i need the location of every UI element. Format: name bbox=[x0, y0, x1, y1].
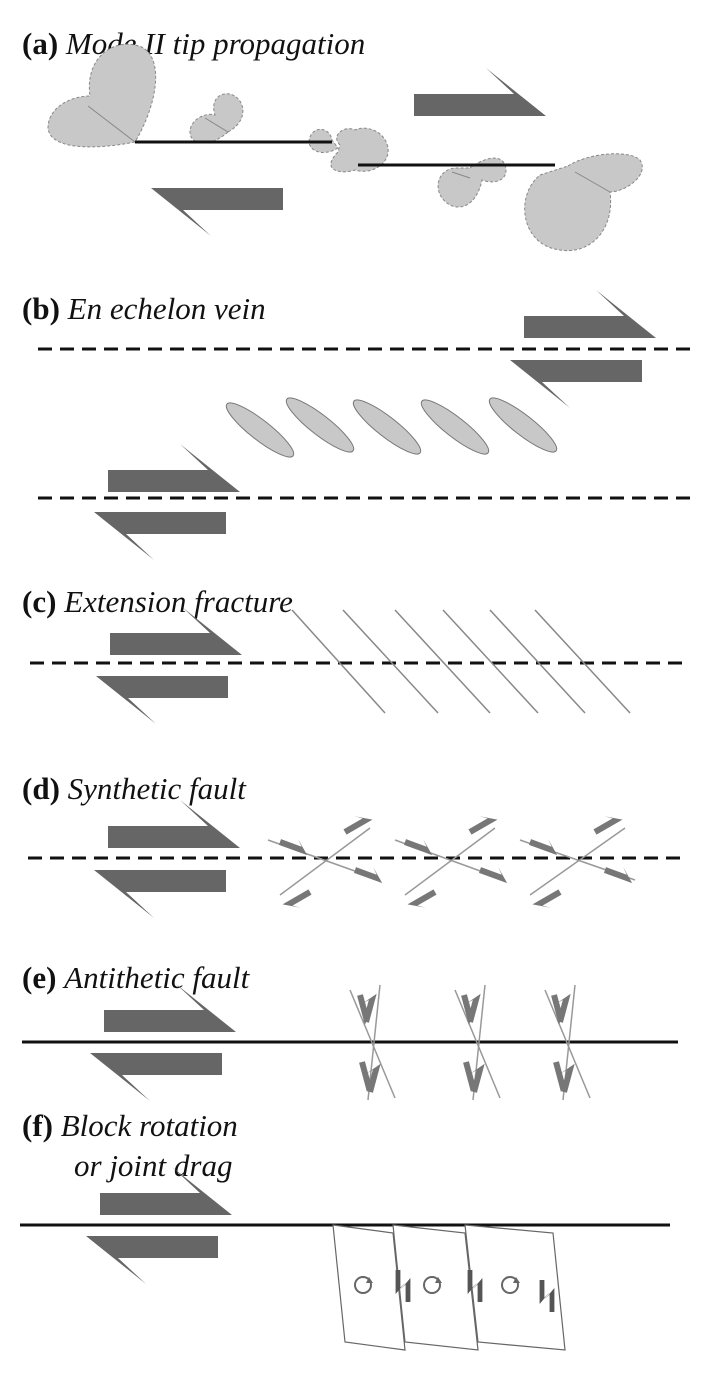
slip-arrow bbox=[528, 833, 562, 856]
synthetic-fault bbox=[279, 827, 371, 896]
process-zone-lobe bbox=[437, 157, 507, 208]
panel-a-letter: (a) bbox=[22, 26, 59, 61]
panel-e-letter: (e) bbox=[22, 960, 57, 995]
panel-f-drawing bbox=[20, 1167, 670, 1351]
panel-f-letter: (f) bbox=[22, 1108, 53, 1143]
extension-fracture bbox=[442, 609, 539, 714]
slip-arrow bbox=[532, 889, 565, 915]
antithetic-fault bbox=[349, 989, 396, 1099]
rotated-block bbox=[332, 1224, 406, 1351]
process-zone-lobe bbox=[47, 43, 157, 148]
extension-fracture bbox=[291, 609, 386, 714]
panel-e-drawing bbox=[22, 984, 678, 1101]
panel-c-title: Extension fracture bbox=[64, 584, 293, 619]
shear-arrow-left bbox=[96, 676, 228, 724]
synthetic-fault bbox=[529, 827, 626, 896]
slip-arrow bbox=[340, 809, 373, 835]
extension-fracture bbox=[534, 609, 631, 714]
shear-arrow-right bbox=[100, 1167, 232, 1215]
shear-arrow-left bbox=[94, 512, 226, 560]
panel-b-label: (b) En echelon vein bbox=[22, 293, 266, 324]
vein bbox=[285, 397, 355, 453]
panel-c-label: (c) Extension fracture bbox=[22, 586, 293, 617]
slip-arrow bbox=[353, 861, 387, 884]
shear-arrow-right bbox=[108, 444, 240, 492]
vein bbox=[420, 399, 490, 455]
slip-arrow bbox=[407, 889, 440, 915]
antithetic-fault bbox=[544, 989, 591, 1099]
panel-b-letter: (b) bbox=[22, 291, 60, 326]
shear-arrow-right bbox=[110, 607, 242, 655]
panel-f-title: Block rotation bbox=[60, 1108, 238, 1143]
panel-d-title: Synthetic fault bbox=[67, 771, 246, 806]
vein bbox=[352, 399, 422, 455]
process-zone-lobe bbox=[189, 93, 244, 144]
panel-f-label: (f) Block rotation or joint drag bbox=[22, 1108, 238, 1181]
antithetic-fault bbox=[454, 989, 501, 1099]
shear-arrow-right bbox=[104, 984, 236, 1032]
slip-arrow bbox=[403, 833, 437, 856]
slip-arrow bbox=[478, 861, 512, 884]
panel-d-drawing bbox=[28, 800, 680, 918]
vein bbox=[488, 397, 558, 453]
panel-b-drawing bbox=[38, 290, 690, 560]
rotated-block bbox=[392, 1224, 479, 1351]
panel-a-drawing bbox=[47, 43, 643, 252]
shear-arrow-left bbox=[151, 188, 283, 236]
slip-arrow bbox=[590, 809, 623, 835]
panel-d-label: (d) Synthetic fault bbox=[22, 773, 246, 804]
panel-f-title-line2: or joint drag bbox=[74, 1148, 233, 1183]
panel-b-title: En echelon vein bbox=[67, 291, 266, 326]
shear-arrow-left bbox=[94, 870, 226, 918]
slip-arrow bbox=[278, 833, 312, 856]
synthetic-fault bbox=[404, 827, 496, 896]
extension-fracture bbox=[342, 609, 439, 714]
process-zone-lobe bbox=[330, 127, 389, 173]
extension-fracture bbox=[489, 609, 586, 714]
shear-arrow-right bbox=[108, 800, 240, 848]
shear-arrow-right bbox=[414, 68, 546, 116]
shear-arrow-right bbox=[524, 290, 656, 338]
shear-arrow-left bbox=[90, 1053, 222, 1101]
vein bbox=[225, 402, 295, 458]
panel-e-label: (e) Antithetic fault bbox=[22, 962, 249, 993]
slip-arrow bbox=[603, 861, 637, 884]
shear-arrow-left bbox=[510, 360, 642, 408]
panel-c-letter: (c) bbox=[22, 584, 57, 619]
shear-arrow-left bbox=[86, 1236, 218, 1284]
slip-arrow bbox=[282, 889, 315, 915]
panel-d-letter: (d) bbox=[22, 771, 60, 806]
panel-c-drawing bbox=[30, 607, 685, 724]
slip-arrow bbox=[465, 809, 498, 835]
rotated-block bbox=[464, 1224, 566, 1351]
panel-e-title: Antithetic fault bbox=[64, 960, 250, 995]
process-zone-lobe bbox=[524, 153, 643, 252]
extension-fracture bbox=[394, 609, 491, 714]
